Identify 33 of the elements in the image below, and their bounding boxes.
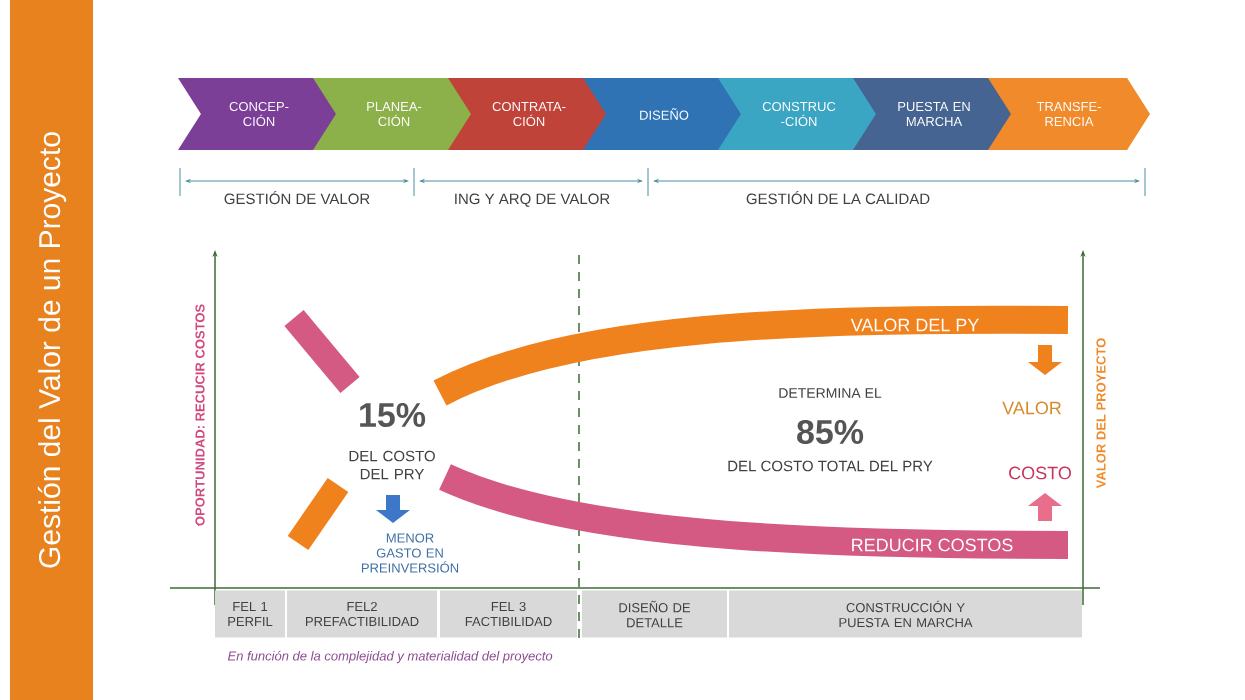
band-label: VALOR DEL PY [850,318,979,332]
phase-step: TRANSFE- RENCIA [988,78,1150,150]
phase-step: PLANEA- CIÓN [313,78,475,150]
node-label: FEL 1 PERFIL [228,602,273,626]
node-label: DISEÑO DE DETALLE [619,600,691,628]
note: DEL COSTO TOTAL DEL PRY [728,460,933,472]
node-label: FEL2 PREFACTIBILIDAD [306,601,419,627]
phase-step: CONCEP- CIÓN [178,78,340,150]
node-label: CONSTRUCCIÓN Y PUESTA EN MARCHA [839,600,973,628]
band-label: REDUCIR COSTOS [852,538,1013,552]
phase-step: DISEÑO [583,78,745,150]
note: DEL COSTO DEL PRY [349,450,435,480]
phase-box: CONSTRUCCIÓN Y PUESTA EN MARCHA [729,590,1082,638]
arrow-label: VALOR [1002,401,1062,415]
percentage: 85% [797,419,864,445]
phase-box: FEL2 PREFACTIBILIDAD [287,590,437,638]
span-label: ING Y ARQ DE VALOR [455,193,610,207]
caption: En función de la complejidad y materialidad del proyecto [227,650,553,664]
phase-box: FEL 1 PERFIL [215,590,285,638]
axis-label: VALOR DEL PROYECTO [1096,338,1106,489]
note: DETERMINA EL [779,388,882,398]
phase-box: FEL 3 FACTIBILIDAD [440,590,577,638]
phase-step: CONTRATA- CIÓN [448,78,610,150]
note: MENOR GASTO EN PREINVERSIÓN [361,533,459,573]
phase-step: PUESTA EN MARCHA [853,78,1015,150]
phase-step: CONSTRUC -CIÓN [718,78,880,150]
title: Gestión del Valor de un Proyecto [37,132,67,568]
arrow-label: COSTO [1009,466,1071,480]
span-label: GESTIÓN DE LA CALIDAD [746,191,930,205]
span-label: GESTIÓN DE VALOR [224,191,370,205]
axis-label: OPORTUNIDAD: RECUCIR COSTOS [195,304,205,526]
phase-box: DISEÑO DE DETALLE [582,590,727,638]
percentage: 15% [360,403,426,427]
